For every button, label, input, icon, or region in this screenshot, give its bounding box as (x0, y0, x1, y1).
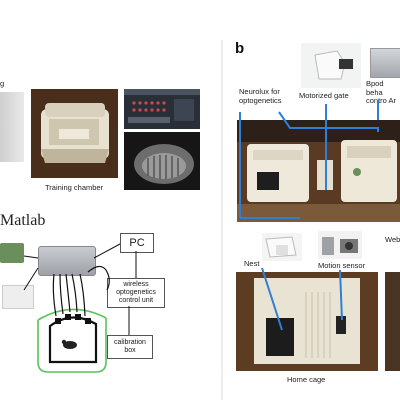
blue-annotations (0, 0, 400, 400)
